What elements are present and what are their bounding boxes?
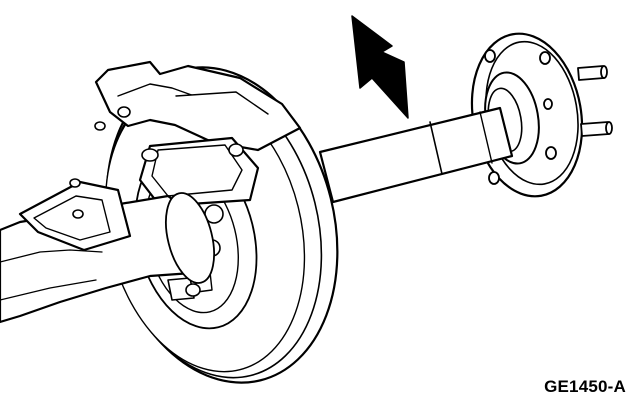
lug-holes xyxy=(484,49,557,185)
wheel-studs xyxy=(577,65,613,137)
brake-caliper-bracket xyxy=(94,60,302,297)
axle-shaft xyxy=(318,106,514,204)
figure-code: GE1450-A xyxy=(544,377,626,396)
axle-housing xyxy=(0,178,215,324)
indicator-arrow xyxy=(351,15,409,119)
